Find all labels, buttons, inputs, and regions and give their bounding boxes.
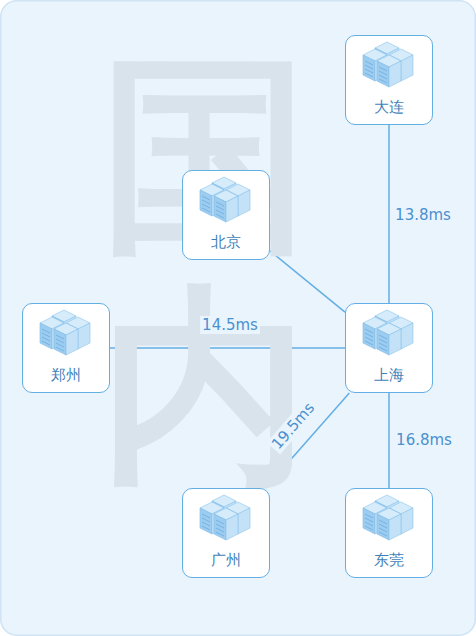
server-node: 郑州 [22,303,110,393]
node-label: 郑州 [23,366,109,384]
link-line [388,393,390,488]
node-label: 大连 [346,98,432,116]
latency-label: 14.5ms [200,316,260,334]
node-label: 广州 [183,551,269,569]
server-node: 广州 [182,488,270,578]
server-node: 大连 [345,35,433,125]
server-node: 东莞 [345,488,433,578]
link-line [388,125,390,303]
server-node: 上海 [345,303,433,393]
node-label: 北京 [183,233,269,251]
node-label: 东莞 [346,551,432,569]
node-label: 上海 [346,366,432,384]
latency-label: 13.8ms [393,206,453,224]
server-node: 北京 [182,170,270,260]
latency-label: 16.8ms [394,431,454,449]
